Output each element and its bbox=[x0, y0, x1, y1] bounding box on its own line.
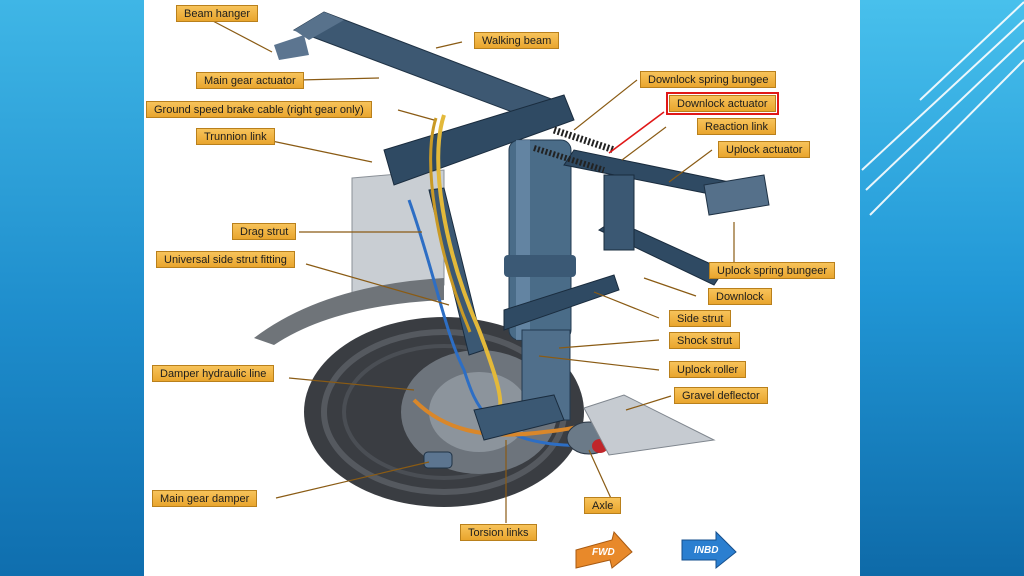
landing-gear-illustration bbox=[210, 11, 770, 570]
label-axle: Axle bbox=[584, 497, 622, 514]
label-side-strut: Side strut bbox=[669, 310, 732, 327]
beam-hanger bbox=[274, 35, 309, 60]
label-downlock-actuator: Downlock actuator bbox=[666, 92, 779, 115]
fwd-arrow-icon bbox=[575, 530, 633, 569]
label-ground-speed-brake-cable: Ground speed brake cable (right gear onl… bbox=[146, 101, 372, 118]
slide-background-left bbox=[0, 0, 144, 576]
label-downlock-spring-bungee: Downlock spring bungee bbox=[640, 71, 777, 88]
fwd-label: FWD bbox=[592, 547, 615, 558]
inbd-arrow-icon bbox=[681, 530, 737, 570]
torsion-link bbox=[473, 394, 565, 441]
label-drag-strut: Drag strut bbox=[232, 223, 297, 240]
diagram-panel: Beam hanger Main gear actuator Ground sp… bbox=[144, 0, 860, 576]
inbd-label: INBD bbox=[694, 545, 719, 556]
brake-cable bbox=[436, 114, 503, 411]
uplock-actuator-body bbox=[703, 174, 770, 216]
label-trunnion-link: Trunnion link bbox=[196, 128, 275, 145]
label-uplock-spring-bungeer: Uplock spring bungeer bbox=[709, 262, 836, 279]
label-main-gear-actuator: Main gear actuator bbox=[196, 72, 304, 89]
label-beam-hanger: Beam hanger bbox=[176, 5, 259, 22]
label-uplock-actuator: Uplock actuator bbox=[718, 141, 811, 158]
leader-lines bbox=[210, 19, 735, 523]
damper-body bbox=[423, 451, 453, 469]
label-gravel-deflector: Gravel deflector bbox=[674, 387, 768, 404]
label-damper-hydraulic-line: Damper hydraulic line bbox=[152, 365, 275, 382]
downlock-spring-bungee bbox=[552, 126, 616, 154]
label-torsion-links: Torsion links bbox=[460, 524, 537, 541]
label-walking-beam: Walking beam bbox=[474, 32, 560, 49]
label-downlock: Downlock bbox=[708, 288, 772, 305]
gravel-deflector-plate bbox=[583, 394, 716, 456]
decorative-lines bbox=[861, 1, 1024, 216]
side-strut bbox=[503, 274, 620, 331]
label-universal-side-strut-fitting: Universal side strut fitting bbox=[156, 251, 295, 268]
label-uplock-roller: Uplock roller bbox=[669, 361, 747, 378]
label-shock-strut: Shock strut bbox=[669, 332, 741, 349]
label-main-gear-damper: Main gear damper bbox=[152, 490, 258, 507]
fender bbox=[254, 278, 444, 345]
highlight-pointer bbox=[608, 111, 665, 154]
label-reaction-link: Reaction link bbox=[697, 118, 776, 135]
